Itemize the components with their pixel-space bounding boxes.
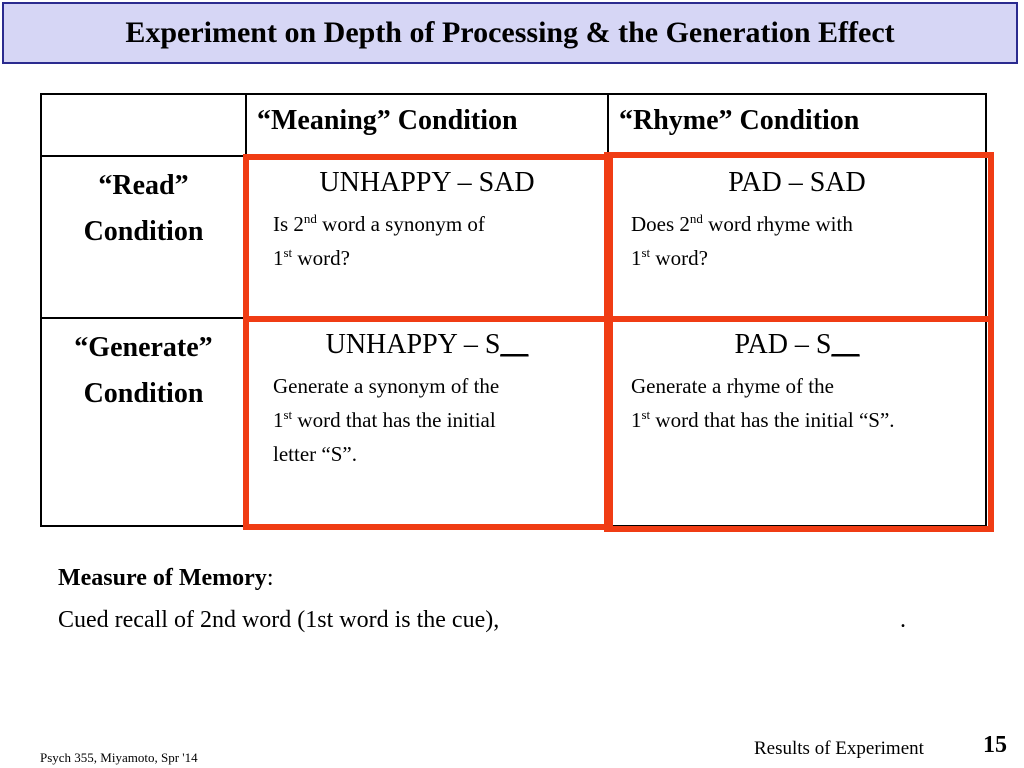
task-description: Generate a rhyme of the 1st word that ha… (609, 369, 985, 437)
measure-label: Measure of Memory (58, 565, 267, 591)
cell-generate-meaning: UNHAPPY – S__ Generate a synonym of the … (245, 317, 609, 527)
desc-text: Does 2 (631, 212, 690, 236)
ordinal-suffix: nd (689, 211, 703, 226)
ordinal-suffix: nd (303, 211, 317, 226)
row-label-read-line2: Condition (83, 216, 204, 247)
desc-text: word? (650, 246, 708, 270)
desc-text: 1 (631, 408, 642, 432)
word-pair-stem: PAD – S (734, 329, 832, 360)
desc-text: 1 (631, 246, 642, 270)
ordinal-suffix: st (641, 245, 651, 260)
table-header-row: “Meaning” Condition “Rhyme” Condition (40, 93, 987, 157)
desc-text: word that has the initial (292, 408, 496, 432)
cell-read-rhyme: PAD – SAD Does 2nd word rhyme with 1st w… (607, 155, 987, 319)
desc-text: Generate a rhyme of the (631, 374, 834, 398)
row-label-generate-line1: “Generate” (74, 332, 213, 363)
row-label-generate: “Generate” Condition (40, 317, 247, 527)
task-description: Generate a synonym of the 1st word that … (247, 369, 607, 471)
measure-trailing-period: . (900, 607, 906, 633)
task-description: Is 2nd word a synonym of 1st word? (247, 207, 607, 275)
desc-text: word? (292, 246, 350, 270)
table-row-read: “Read” Condition UNHAPPY – SAD Is 2nd wo… (40, 155, 987, 319)
measure-text: Cued recall of 2nd word (1st word is the… (58, 607, 500, 633)
measure-of-memory: Measure of Memory: Cued recall of 2nd wo… (58, 557, 499, 641)
word-pair-blank: __ (500, 329, 529, 360)
header-meaning-condition: “Meaning” Condition (245, 93, 609, 157)
word-pair-stem: UNHAPPY – S (325, 329, 501, 360)
cell-generate-rhyme: PAD – S__ Generate a rhyme of the 1st wo… (607, 317, 987, 527)
footer-course: Psych 355, Miyamoto, Spr '14 (40, 750, 198, 765)
desc-text: 1 (273, 408, 284, 432)
word-pair-blank: __ (831, 329, 860, 360)
page-number: 15 (983, 732, 1007, 758)
word-pair: UNHAPPY – SAD (319, 167, 535, 198)
conditions-table: “Meaning” Condition “Rhyme” Condition “R… (40, 93, 987, 527)
ordinal-suffix: st (641, 407, 651, 422)
table-row-generate: “Generate” Condition UNHAPPY – S__ Gener… (40, 317, 987, 527)
word-pair: PAD – SAD (728, 167, 866, 198)
title-banner: Experiment on Depth of Processing & the … (2, 2, 1018, 64)
desc-text: 1 (273, 246, 284, 270)
measure-colon: : (266, 565, 274, 591)
word-pair: PAD – S__ (609, 329, 985, 361)
desc-text: Is 2 (273, 212, 304, 236)
row-label-read-line1: “Read” (98, 170, 189, 201)
word-pair: UNHAPPY – S__ (247, 329, 607, 361)
row-label-generate-line2: Condition (83, 378, 204, 409)
ordinal-suffix: st (283, 407, 293, 422)
footer-section-title: Results of Experiment (754, 738, 924, 759)
ordinal-suffix: st (283, 245, 293, 260)
desc-text: word that has the initial “S”. (650, 408, 895, 432)
corner-cell (40, 93, 247, 157)
header-rhyme-condition: “Rhyme” Condition (607, 93, 987, 157)
desc-text: Generate a synonym of the (273, 374, 500, 398)
desc-text: word a synonym of (316, 212, 485, 236)
task-description: Does 2nd word rhyme with 1st word? (609, 207, 985, 275)
cell-read-meaning: UNHAPPY – SAD Is 2nd word a synonym of 1… (245, 155, 609, 319)
slide-title: Experiment on Depth of Processing & the … (125, 16, 895, 49)
desc-text: letter “S”. (273, 442, 357, 466)
row-label-read: “Read” Condition (40, 155, 247, 319)
desc-text: word rhyme with (702, 212, 853, 236)
